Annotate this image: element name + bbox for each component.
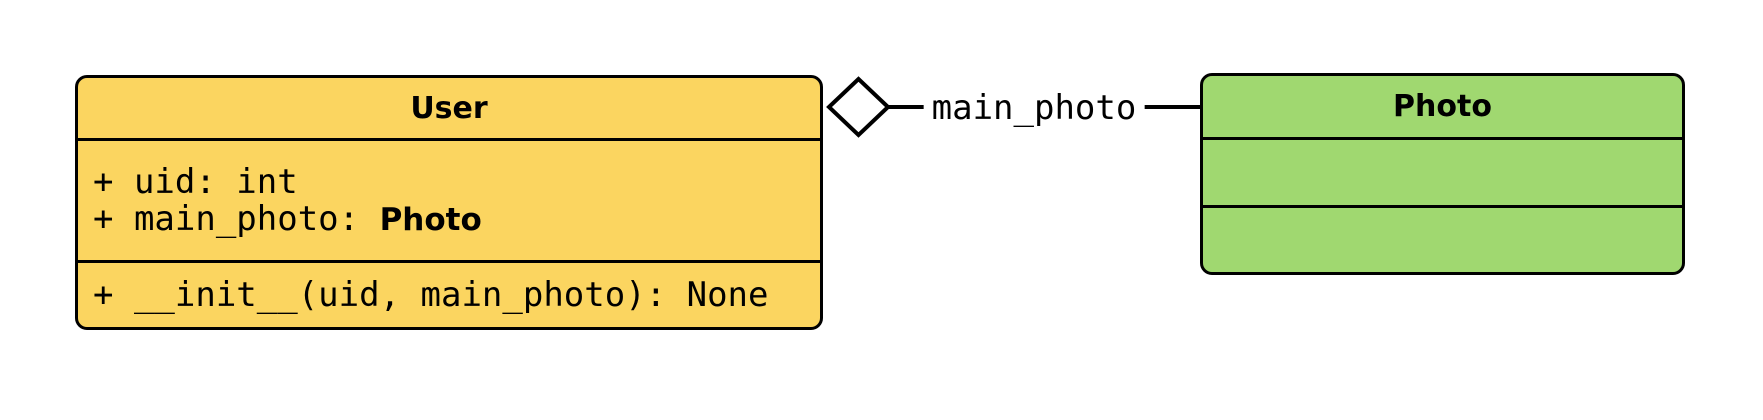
- class-title-photo: Photo: [1203, 76, 1682, 140]
- methods-compartment-photo: [1203, 208, 1682, 272]
- class-box-photo: Photo: [1200, 73, 1685, 275]
- attributes-compartment-user: + uid: int + main_photo: Photo: [78, 141, 820, 263]
- attributes-compartment-photo: [1203, 140, 1682, 208]
- attribute-type: Photo: [379, 201, 482, 238]
- relationship-label: main_photo: [923, 88, 1145, 128]
- aggregation-diamond-icon: [826, 76, 891, 138]
- methods-compartment-user: + __init__(uid, main_photo): None: [78, 263, 820, 327]
- attribute-row: + main_photo: Photo: [93, 201, 820, 238]
- attribute-text: + uid: int: [93, 161, 298, 202]
- class-box-user: User + uid: int + main_photo: Photo + __…: [75, 75, 823, 330]
- class-title-user: User: [78, 78, 820, 141]
- method-row: + __init__(uid, main_photo): None: [93, 275, 769, 315]
- attribute-text: + main_photo:: [93, 198, 380, 239]
- attribute-row: + uid: int: [93, 164, 820, 201]
